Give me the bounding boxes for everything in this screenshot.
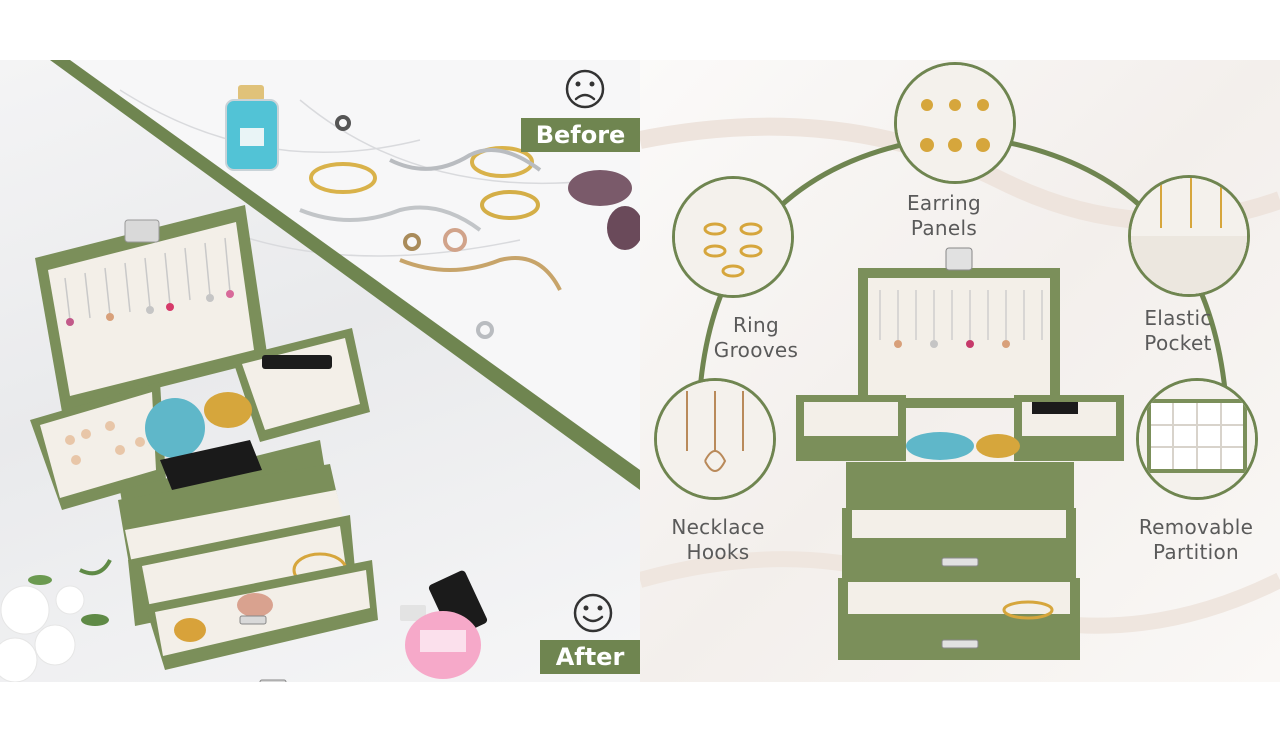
features-diagram: Earring Panels Ring Grooves Elastic Pock… (640, 60, 1280, 682)
elastic-pocket-bubble (1128, 175, 1250, 297)
removable-partition-bubble (1136, 378, 1258, 500)
elastic-pocket-label: Elastic Pocket (1144, 306, 1212, 355)
after-label: After (540, 640, 640, 674)
earring-panels-bubble (894, 62, 1016, 184)
jewelry-box-after (30, 205, 378, 682)
jewelry-box-open (796, 247, 1124, 660)
ring-grooves-bubble (672, 176, 794, 298)
sad-face-icon (565, 69, 605, 109)
before-after-photo: Before After (0, 60, 640, 682)
necklace-hooks-bubble (654, 378, 776, 500)
before-after-scene (0, 60, 640, 682)
necklace-hooks-label: Necklace Hooks (671, 515, 765, 564)
sunglasses-before (568, 170, 640, 250)
before-label: Before (521, 118, 640, 152)
scattered-jewelry (299, 115, 562, 339)
diagonal-divider (50, 60, 640, 490)
removable-partition-label: Removable Partition (1138, 515, 1254, 564)
features-scene (640, 117, 1280, 660)
perfume-bottle-pink (400, 605, 481, 679)
perfume-bottle-blue (225, 85, 279, 171)
lipstick (428, 570, 488, 638)
earring-panels-label: Earring Panels (906, 191, 981, 240)
ring-grooves-label: Ring Grooves (713, 313, 799, 362)
happy-face-icon (573, 593, 613, 633)
white-flowers (0, 559, 112, 682)
